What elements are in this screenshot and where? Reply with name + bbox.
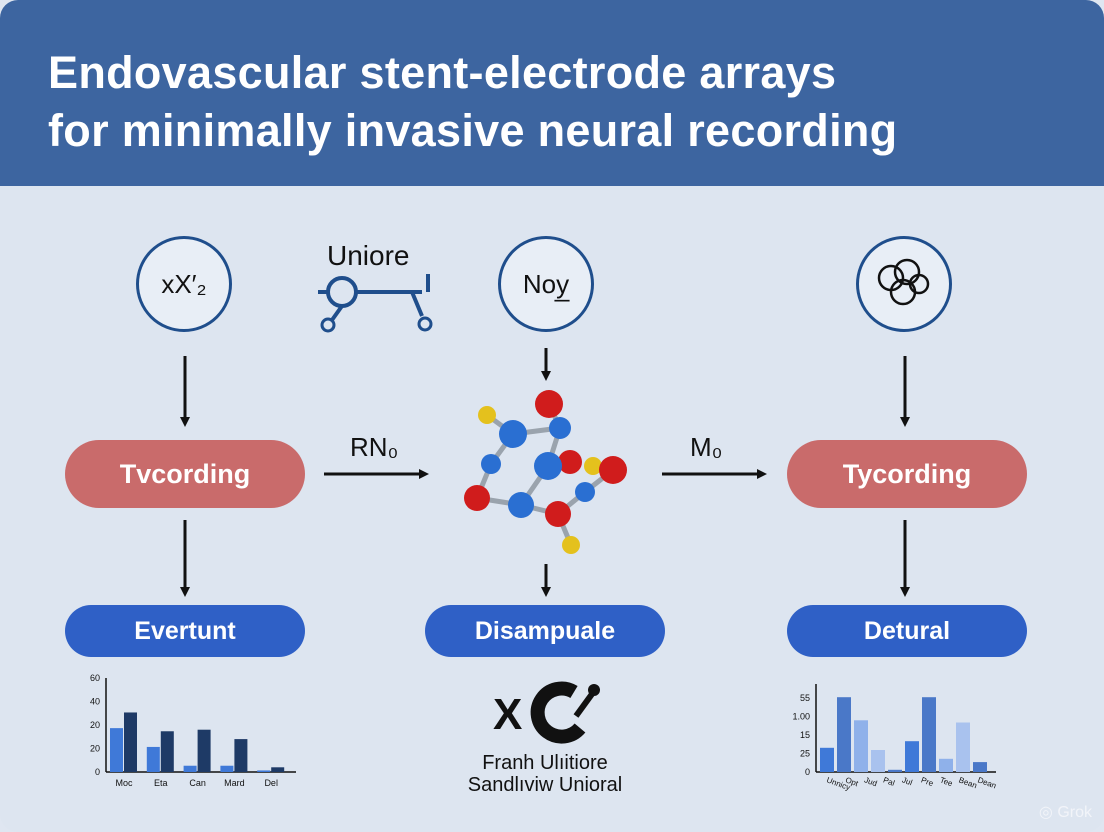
y-tick-label: 25 (800, 749, 810, 759)
bar-mard-1 (220, 765, 234, 772)
bar-can-1 (183, 765, 197, 772)
watermark-text: Grok (1057, 804, 1092, 821)
result-pill-center: Disampuale (425, 605, 665, 657)
bar-eta-1 (146, 746, 160, 772)
bar-5 (888, 769, 902, 772)
arrow-label-left: RN₀ (350, 432, 399, 462)
x-tick-label: Del (264, 778, 278, 788)
bar-9 (956, 722, 970, 772)
x-tick-label: Pal (882, 775, 896, 787)
result-pill-left-label: Evertunt (134, 616, 236, 645)
y-tick-label: 15 (800, 730, 810, 740)
bar-4 (871, 750, 885, 772)
x-tick-label: Opt (844, 775, 860, 788)
x-tick-label: Moc (115, 778, 133, 788)
formula-node-center: Noy̲ (498, 236, 594, 332)
title-line-1: Endovascular stent-electrode arrays (48, 47, 837, 98)
molecule-node-right (856, 236, 952, 332)
x-tick-label: Can (189, 778, 206, 788)
step-pill-right-label: Tycording (842, 458, 972, 489)
result-pill-right-label: Detural (863, 616, 951, 645)
bar-10 (973, 762, 987, 772)
bar-del-2 (271, 767, 285, 772)
logo-mark-icon (530, 681, 600, 744)
bar-8 (939, 758, 953, 772)
caption-line-1: Franh Ulıitiore (482, 752, 608, 774)
title-line-2: for minimally invasive neural recording (48, 105, 898, 156)
rings-icon (877, 258, 930, 306)
x-tick-label: Bean (958, 775, 979, 790)
step-pill-left-label: Tvcording (119, 458, 251, 489)
x-tick-label: Pre (920, 775, 935, 788)
x-tick-label: Jul (901, 775, 914, 787)
y-tick-label: 0 (95, 767, 100, 777)
x-tick-label: Mard (224, 778, 245, 788)
arrow-label-right: M₀ (690, 432, 723, 462)
molecule-illustration (464, 390, 627, 554)
result-pill-center-label: Disampuale (474, 616, 616, 645)
title-banner: Endovascular stent-electrode arrays for … (0, 0, 1104, 186)
formula-node-center-label: Noy̲ (522, 268, 570, 299)
y-tick-label: 1.00 (792, 712, 810, 722)
bar-7 (922, 697, 936, 772)
diagram-title: Endovascular stent-electrode arrays for … (48, 44, 897, 160)
y-tick-label: 60 (90, 673, 100, 683)
y-tick-label: 40 (90, 697, 100, 707)
bar-6 (905, 741, 919, 772)
bar-eta-2 (160, 731, 174, 772)
x-tick-label: Tee (939, 775, 955, 788)
y-tick-label: 20 (90, 744, 100, 754)
y-tick-label: 0 (805, 767, 810, 777)
formula-node-left: xX′₂ (136, 236, 232, 332)
caption: Franh Ulıitiore Sandlıviw Unioral (445, 752, 645, 796)
watermark: ◎ Grok (1038, 804, 1092, 821)
bar-2 (837, 697, 851, 772)
y-tick-label: 20 (90, 720, 100, 730)
x-tick-label: Jud (863, 775, 878, 788)
formula-node-left-label: xX′₂ (161, 268, 207, 299)
bar-3 (854, 720, 868, 772)
x-tick-label: Eta (154, 778, 168, 788)
bar-can-2 (197, 729, 211, 772)
bar-del-1 (257, 770, 271, 772)
step-pill-right: Tycording (787, 440, 1027, 508)
caption-line-2: Sandlıviw Unioral (467, 774, 623, 796)
bar-1 (820, 747, 834, 772)
circuit-label: Uniore (327, 240, 410, 271)
y-tick-label: 55 (800, 693, 810, 703)
bar-moc-1 (110, 728, 123, 772)
bar-mard-2 (234, 739, 248, 772)
logo-letter: X (493, 690, 523, 739)
bar-moc-2 (124, 712, 137, 772)
result-pill-right: Detural (787, 605, 1027, 657)
result-pill-left: Evertunt (65, 605, 305, 657)
step-pill-left: Tvcording (65, 440, 305, 508)
x-tick-label: Dean (976, 775, 997, 790)
circuit-icon (318, 274, 433, 333)
